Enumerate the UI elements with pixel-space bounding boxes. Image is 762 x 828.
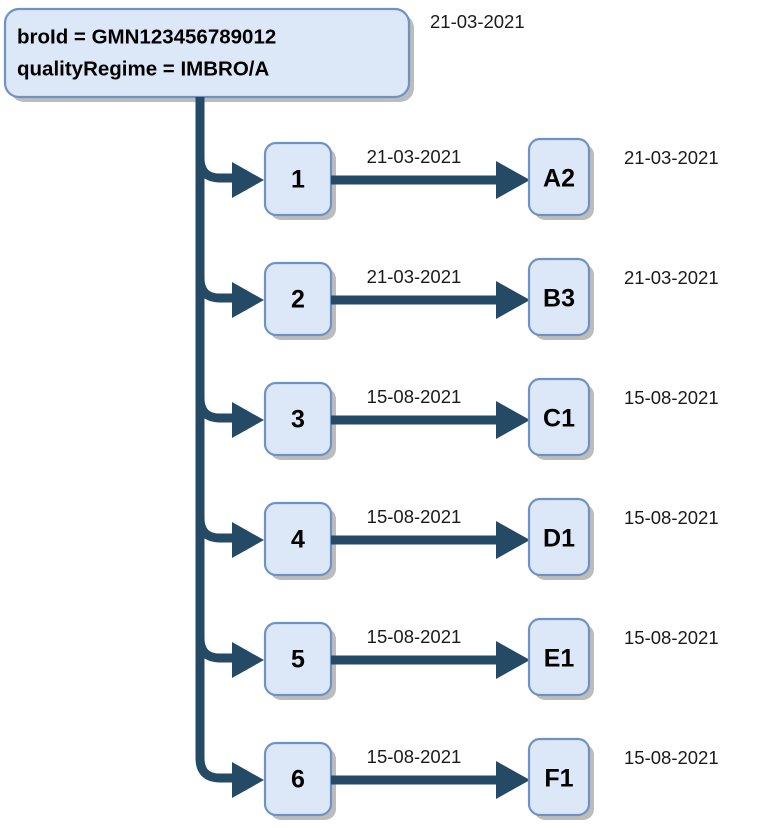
target-node-5-label: E1 [544, 645, 575, 673]
source-node-1-label: 1 [291, 166, 305, 194]
edge-arrowhead-3 [496, 401, 530, 439]
edge-date-2: 21-03-2021 [367, 266, 462, 287]
root-node-box [3, 7, 411, 99]
target-node-4-label: D1 [543, 525, 575, 553]
source-node-4-label: 4 [291, 526, 305, 554]
edge-date-4: 15-08-2021 [367, 506, 462, 527]
branch-arrowhead-5 [232, 642, 264, 678]
target-node-5[interactable]: E1 [527, 617, 594, 700]
source-node-3[interactable]: 3 [263, 381, 336, 460]
edge-row-1: 21-03-2021 [331, 146, 530, 199]
target-date-6: 15-08-2021 [624, 747, 719, 768]
edge-arrowhead-5 [496, 641, 530, 679]
target-date-1: 21-03-2021 [624, 147, 719, 168]
target-node-6[interactable]: F1 [527, 737, 594, 820]
edge-date-3: 15-08-2021 [367, 386, 462, 407]
branch-elbow-2 [195, 277, 236, 303]
branch-arrowhead-1 [232, 162, 264, 198]
branch-row-4 [195, 517, 264, 558]
edge-row-4: 15-08-2021 [331, 506, 530, 559]
target-node-3-box [527, 377, 591, 457]
branch-elbow-4 [195, 517, 236, 543]
target-node-4-box [527, 497, 591, 577]
target-date-4: 15-08-2021 [624, 507, 719, 528]
edge-arrowhead-4 [496, 521, 530, 559]
source-node-5-label: 5 [291, 646, 305, 674]
root-node[interactable]: broId = GMN123456789012 qualityRegime = … [3, 7, 414, 102]
branch-arrowhead-6 [232, 762, 264, 798]
source-node-1[interactable]: 1 [263, 141, 336, 220]
source-node-3-label: 3 [291, 406, 305, 434]
branch-row-6 [220, 762, 264, 798]
trunk-connector [195, 97, 221, 783]
edge-arrowhead-2 [496, 281, 530, 319]
edge-arrowhead-6 [496, 761, 530, 799]
target-node-2-label: B3 [543, 285, 575, 313]
branch-arrowhead-4 [232, 522, 264, 558]
edge-row-5: 15-08-2021 [331, 626, 530, 679]
target-node-1-label: A2 [543, 165, 575, 193]
branch-row-5 [195, 637, 264, 678]
target-node-2-box [527, 257, 591, 337]
branch-elbow-3 [195, 397, 236, 423]
edge-date-5: 15-08-2021 [367, 626, 462, 647]
target-date-2: 21-03-2021 [624, 267, 719, 288]
branch-row-1 [195, 157, 264, 198]
edge-row-2: 21-03-2021 [331, 266, 530, 319]
branch-elbow-5 [195, 637, 236, 663]
target-node-4[interactable]: D1 [527, 497, 594, 580]
source-node-5[interactable]: 5 [263, 621, 336, 700]
source-node-6[interactable]: 6 [263, 741, 336, 820]
edge-arrowhead-1 [496, 161, 530, 199]
edge-date-1: 21-03-2021 [367, 146, 462, 167]
branch-row-3 [195, 397, 264, 438]
branch-arrowhead-2 [232, 282, 264, 318]
branch-row-2 [195, 277, 264, 318]
branch-arrowhead-3 [232, 402, 264, 438]
source-node-2[interactable]: 2 [263, 261, 336, 340]
target-node-1[interactable]: A2 [527, 137, 594, 220]
branch-elbow-1 [195, 157, 236, 183]
target-node-3[interactable]: C1 [527, 377, 594, 460]
target-node-1-box [527, 137, 591, 217]
target-node-6-label: F1 [544, 765, 573, 793]
target-date-5: 15-08-2021 [624, 627, 719, 648]
target-node-2[interactable]: B3 [527, 257, 594, 340]
target-node-5-box [527, 617, 591, 697]
target-node-3-label: C1 [543, 405, 575, 433]
edge-row-6: 15-08-2021 [331, 746, 530, 799]
target-date-3: 15-08-2021 [624, 387, 719, 408]
root-node-line2: qualityRegime = IMBRO/A [17, 57, 270, 80]
source-node-6-label: 6 [291, 766, 305, 794]
root-node-date: 21-03-2021 [430, 11, 525, 32]
target-node-6-box [527, 737, 591, 817]
edge-row-3: 15-08-2021 [331, 386, 530, 439]
source-node-2-label: 2 [291, 286, 305, 314]
source-node-4[interactable]: 4 [263, 501, 336, 580]
root-node-line1: broId = GMN123456789012 [17, 25, 276, 48]
edge-date-6: 15-08-2021 [367, 746, 462, 767]
